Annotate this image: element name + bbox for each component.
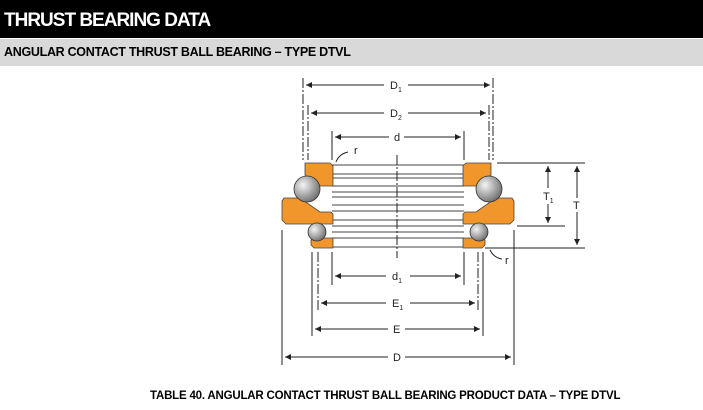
middle-ring-right (462, 197, 515, 225)
label-d1: d1 (392, 271, 402, 285)
label-r-top: r (354, 145, 358, 157)
label-E1: E1 (392, 298, 403, 312)
ball-small-left (307, 222, 327, 242)
middle-ring-left (281, 197, 334, 225)
ball-small-right (469, 222, 489, 242)
title-bar: THRUST BEARING DATA (0, 0, 703, 38)
label-r-bottom: r (505, 255, 509, 267)
table-caption: TABLE 40. ANGULAR CONTACT THRUST BALL BE… (150, 390, 621, 402)
ball-large-right (475, 175, 503, 203)
subtitle-bar: ANGULAR CONTACT THRUST BALL BEARING – TY… (0, 39, 703, 66)
section-title: ANGULAR CONTACT THRUST BALL BEARING – TY… (4, 45, 351, 59)
label-D: D (393, 352, 401, 364)
label-D1: D1 (390, 80, 402, 94)
label-d: d (394, 132, 400, 144)
page-title: THRUST BEARING DATA (4, 10, 211, 31)
label-D2: D2 (390, 108, 402, 122)
ball-large-left (293, 175, 321, 203)
label-E: E (393, 324, 400, 336)
label-T: T (573, 200, 580, 212)
label-T1: T1 (543, 191, 554, 205)
